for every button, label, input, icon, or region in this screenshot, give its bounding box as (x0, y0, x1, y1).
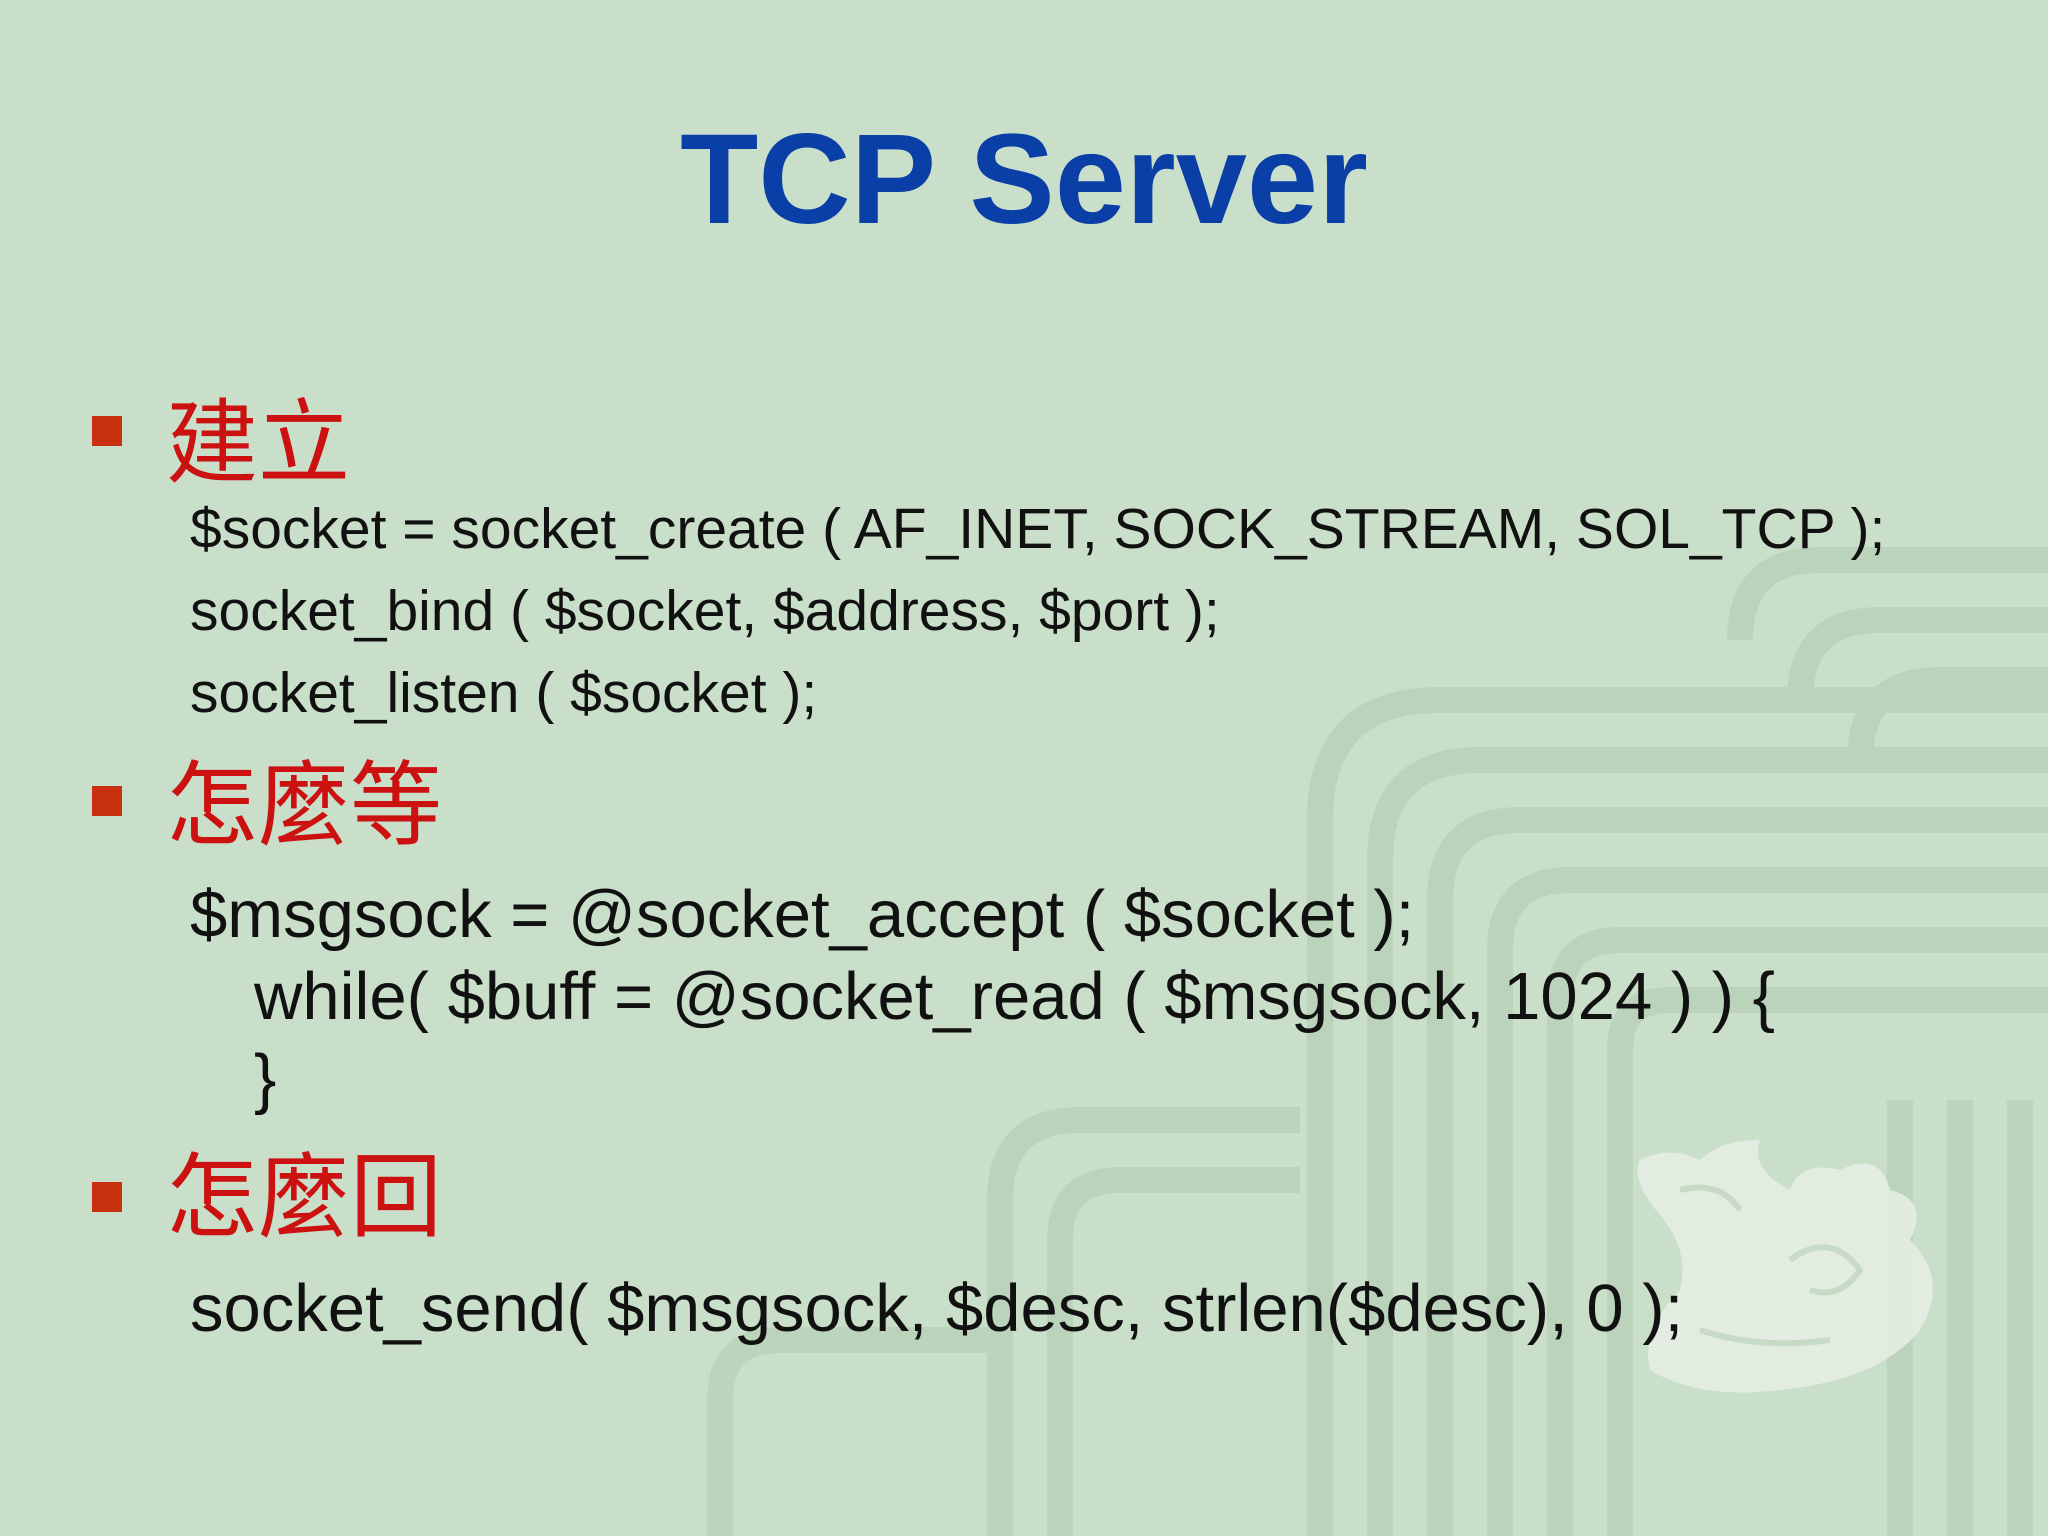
square-bullet-icon (92, 1182, 122, 1212)
slide-title: TCP Server (680, 108, 1368, 251)
code-line: socket_send( $msgsock, $desc, strlen($de… (190, 1271, 1684, 1346)
section-heading: 建立 (166, 390, 351, 497)
code-line: while( $buff = @socket_read ( $msgsock, … (254, 959, 1776, 1034)
square-bullet-icon (92, 416, 122, 446)
code-line: socket_bind ( $socket, $address, $port )… (190, 579, 1220, 643)
section-heading: 怎麼等 (166, 752, 443, 859)
code-line: $socket = socket_create ( AF_INET, SOCK_… (190, 497, 1886, 561)
code-line: socket_listen ( $socket ); (190, 661, 818, 725)
code-line: } (254, 1041, 277, 1116)
section-heading: 怎麼回 (166, 1144, 443, 1251)
dragon-emblem (1637, 1140, 1933, 1393)
square-bullet-icon (92, 786, 122, 816)
code-line: $msgsock = @socket_accept ( $socket ); (190, 877, 1415, 952)
